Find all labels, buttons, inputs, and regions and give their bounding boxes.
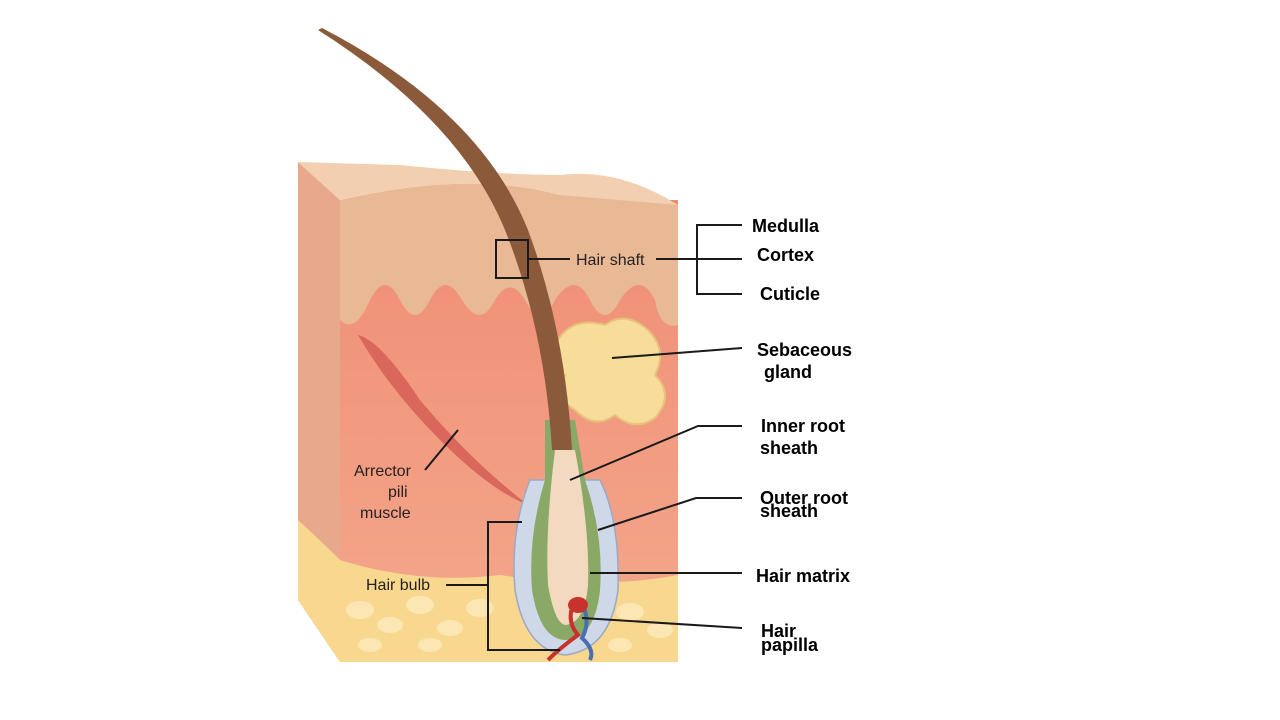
label-hair-papilla-1: Hair — [761, 621, 796, 641]
label-sebaceous-2: gland — [764, 362, 812, 382]
hair-matrix-core — [547, 450, 589, 625]
leader-sebaceous — [611, 347, 743, 359]
label-cuticle: Cuticle — [760, 284, 820, 304]
label-outer-root-2: sheath — [760, 501, 818, 521]
label-hair-shaft: Hair shaft — [576, 252, 645, 269]
arrector-pili-muscle — [358, 335, 528, 505]
label-inner-root-1: Inner root — [761, 416, 845, 436]
label-hair-bulb: Hair bulb — [366, 577, 430, 594]
leader-inner-root — [569, 425, 742, 481]
label-sebaceous-1: Sebaceous — [757, 340, 852, 360]
label-arrector-1: Arrector — [354, 463, 412, 480]
epidermis-layer — [340, 183, 678, 326]
label-arrector-3: muscle — [360, 505, 411, 522]
fat-cells — [346, 596, 673, 652]
label-medulla: Medulla — [752, 216, 820, 236]
leader-arrector — [424, 429, 459, 471]
leader-outer-root — [597, 497, 742, 531]
label-cortex: Cortex — [757, 245, 814, 265]
bracket-medulla-cuticle — [696, 224, 742, 295]
label-hair-papilla-2: papilla — [761, 635, 819, 655]
label-arrector-2: pili — [388, 484, 408, 501]
label-hair-matrix: Hair matrix — [756, 566, 850, 586]
label-outer-root-1: Outer root — [760, 488, 848, 508]
hair-papilla-vessels — [546, 597, 594, 662]
label-inner-root-2: sheath — [760, 438, 818, 458]
leader-hair-papilla — [581, 617, 743, 629]
